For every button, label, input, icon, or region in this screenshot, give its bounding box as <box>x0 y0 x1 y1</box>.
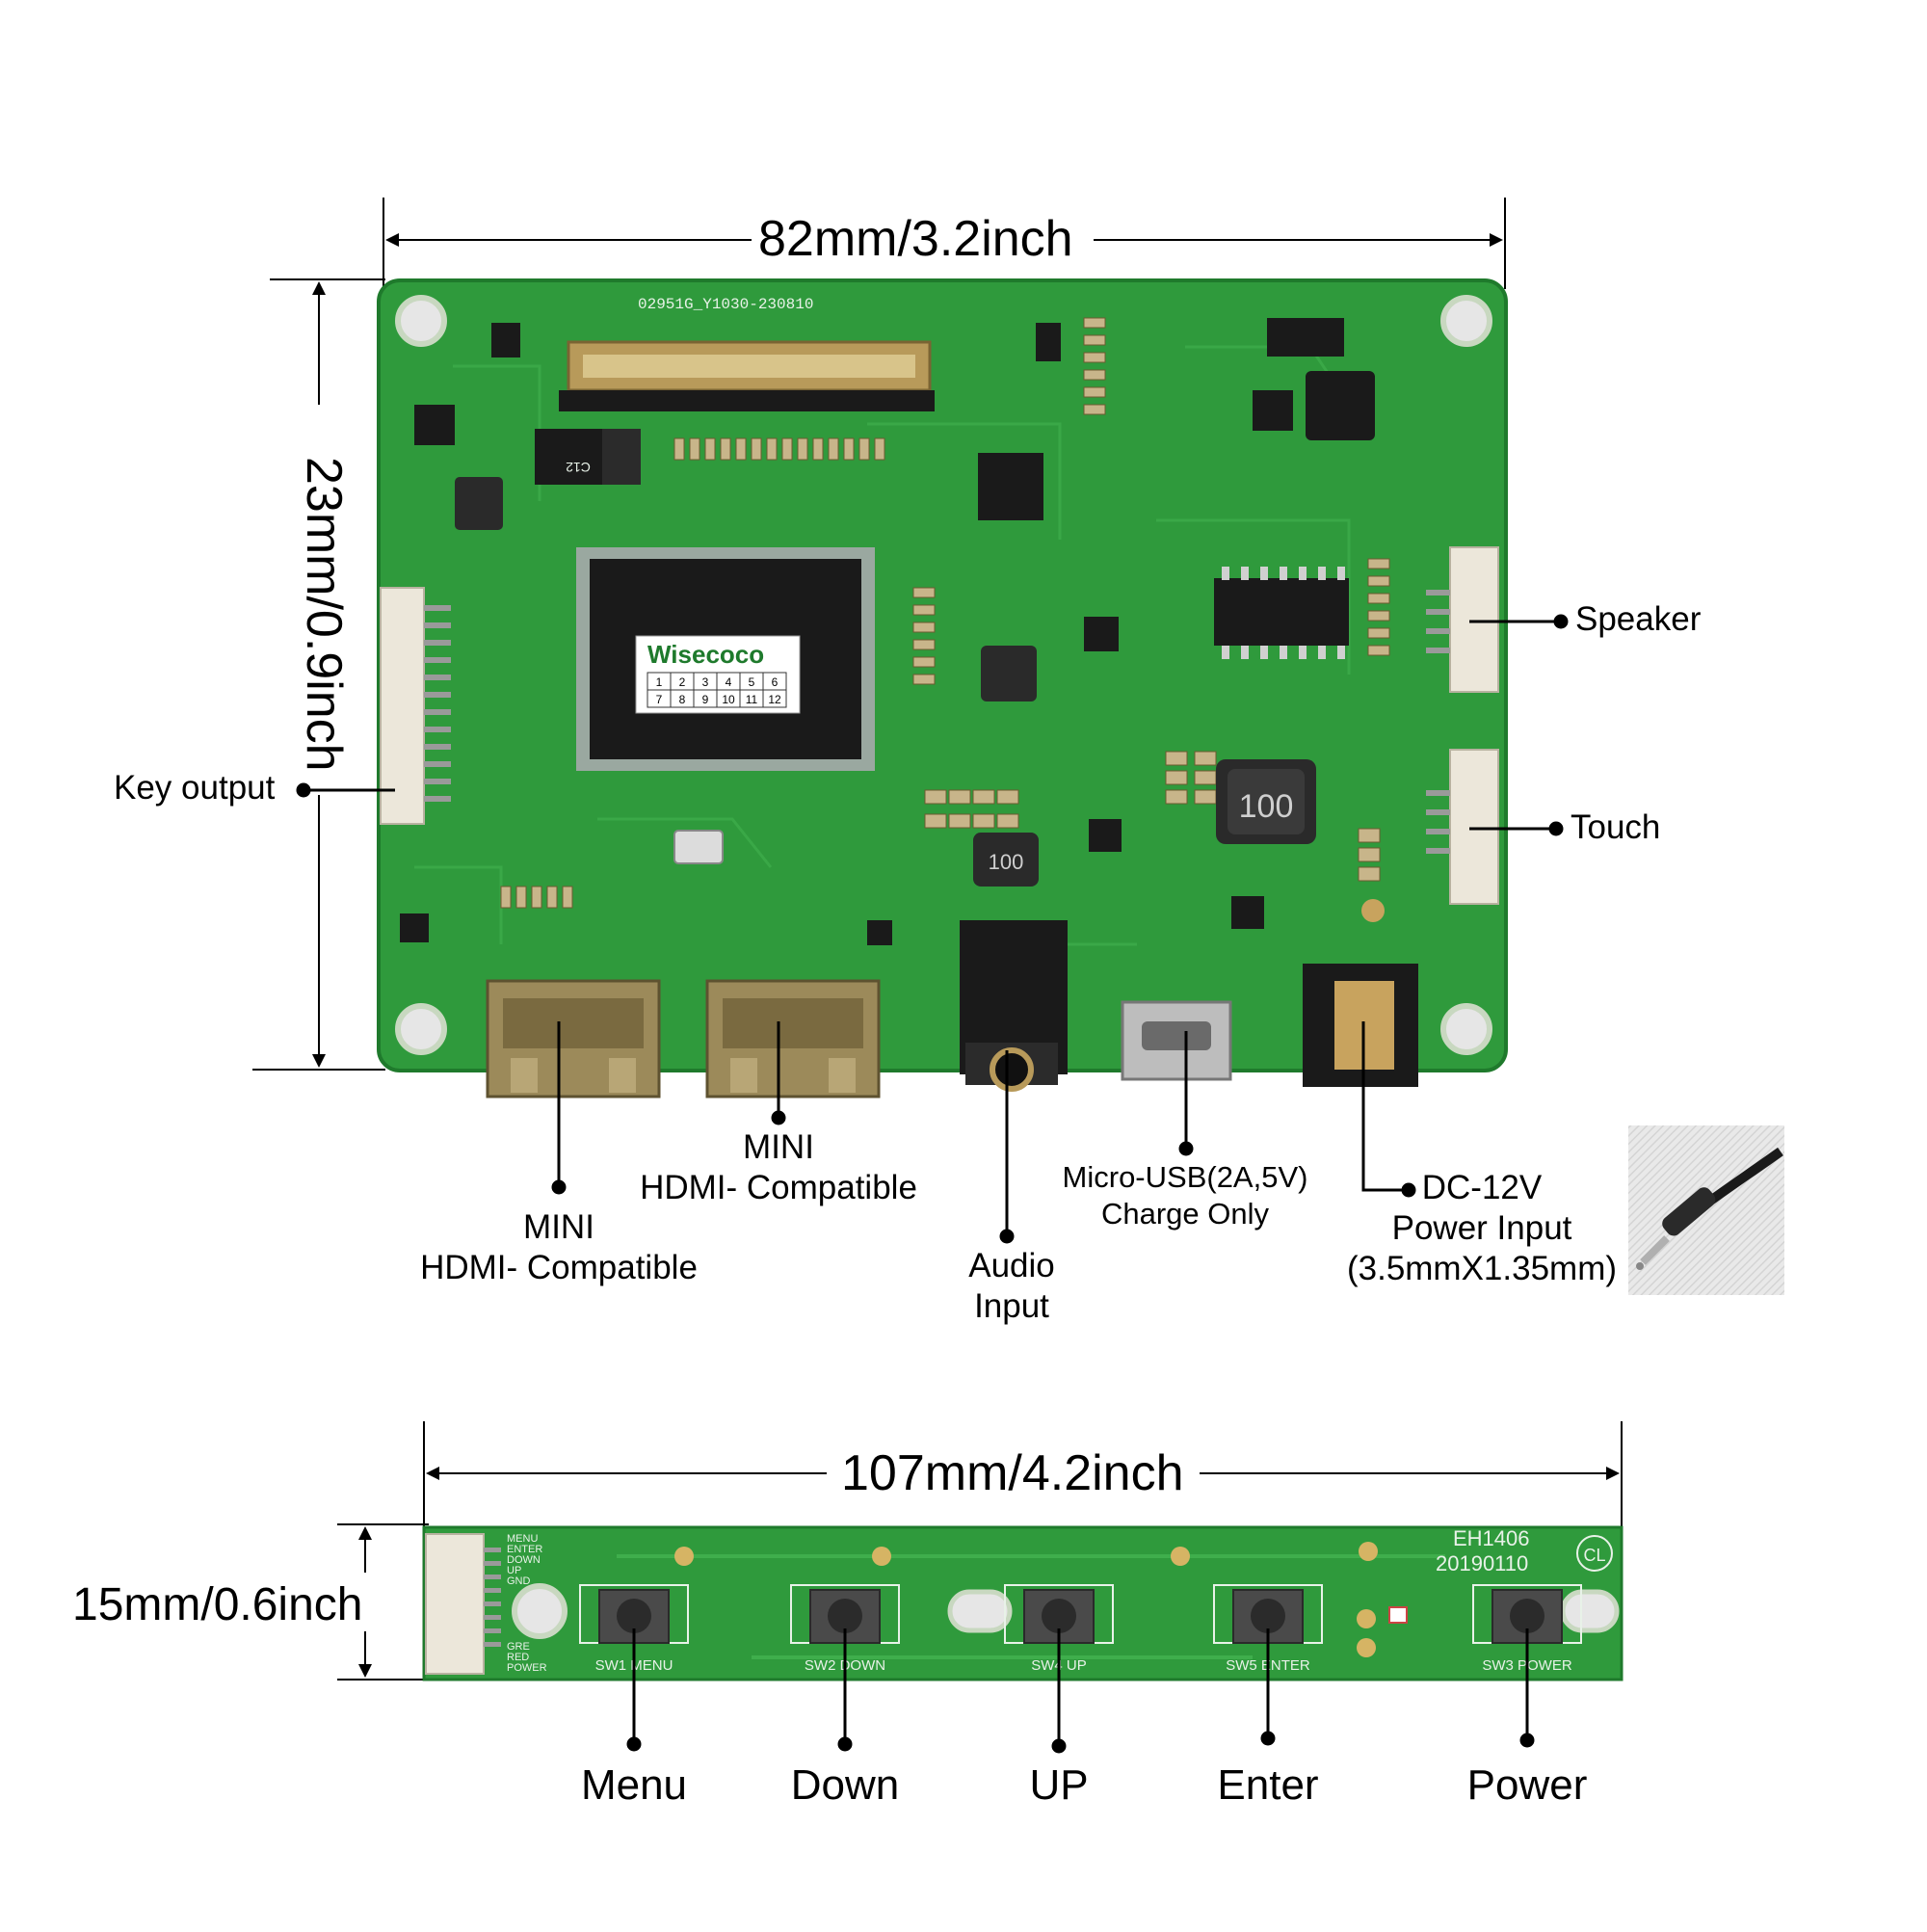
hdmi-1-label-line1: MINI <box>523 1208 594 1246</box>
pin-label: GRE <box>507 1641 530 1653</box>
pin-label: ENTER <box>507 1544 542 1555</box>
pcb-marking-main: 02951G_Y1030-230810 <box>638 296 813 313</box>
mini-hdmi-connector-2 <box>705 979 881 1098</box>
svg-text:20190110: 20190110 <box>1436 1551 1528 1575</box>
button-label-enter: Enter <box>1217 1761 1319 1809</box>
pin-label: RED <box>507 1652 529 1663</box>
audio-jack <box>960 920 1068 1092</box>
key-height-label: 15mm/0.6inch <box>72 1579 363 1630</box>
touch-connector <box>1426 749 1499 905</box>
key-output-connector <box>380 587 451 825</box>
chip-logo: Wisecoco <box>647 640 764 669</box>
pin-label: POWER <box>507 1662 547 1674</box>
key-output-label: Key output <box>114 769 276 807</box>
chip-grid-cell: 4 <box>726 675 732 689</box>
mounting-hole <box>395 295 1492 1055</box>
speaker-label: Speaker <box>1575 600 1702 638</box>
svg-text:100: 100 <box>989 850 1024 874</box>
hdmi-2-label: MINI HDMI- Compatible <box>624 1127 933 1208</box>
audio-input-label: Audio Input <box>925 1246 1098 1327</box>
pin-label: UP <box>507 1565 521 1576</box>
main-height-label: 23mm/0.9inch <box>296 457 352 772</box>
pin-label: DOWN <box>507 1554 541 1566</box>
dc-plug-illustration <box>1628 1125 1784 1295</box>
svg-text:100: 100 <box>1239 788 1294 825</box>
button-label-down: Down <box>790 1761 900 1809</box>
dc-label-line1: DC-12V <box>1421 1169 1543 1206</box>
chip-grid-cell: 10 <box>722 693 735 706</box>
dc-power-label: DC-12V Power Input (3.5mmX1.35mm) <box>1337 1168 1626 1289</box>
chip-grid-cell: 11 <box>746 693 758 706</box>
chip-grid-cell: 3 <box>702 675 709 689</box>
usb-label-line1: Micro-USB(2A,5V) <box>1062 1160 1308 1194</box>
chip-grid-cell: 1 <box>656 675 663 689</box>
dc-label-line2: Power Input <box>1391 1209 1572 1247</box>
speaker-connector <box>1426 546 1499 693</box>
chip-grid-cell: 6 <box>772 675 779 689</box>
hdmi-1-label-line2: HDMI- Compatible <box>420 1249 698 1286</box>
micro-usb-label: Micro-USB(2A,5V) Charge Only <box>1031 1159 1339 1232</box>
chip-grid-cell: 8 <box>679 693 686 706</box>
main-width-dimension <box>383 198 1506 289</box>
micro-usb-connector <box>1121 1000 1232 1081</box>
button-callout-leaders <box>626 1628 1535 1754</box>
chip-grid-cell: 2 <box>679 675 686 689</box>
button-label-power: Power <box>1466 1761 1588 1809</box>
chip-grid-cell: 7 <box>656 693 663 706</box>
lvds-connector <box>559 340 935 411</box>
callout-leaders <box>296 614 1569 1244</box>
audio-label-line2: Input <box>974 1287 1049 1325</box>
svg-text:C12: C12 <box>566 460 591 475</box>
chip-grid-cell: 12 <box>768 693 781 706</box>
touch-label: Touch <box>1571 808 1661 846</box>
switch-up: SW4 UP <box>1004 1584 1114 1674</box>
main-height-dimension <box>252 278 385 1071</box>
chip-grid-cell: 5 <box>749 675 755 689</box>
hdmi-2-label-line1: MINI <box>743 1128 814 1166</box>
capacitor-c12: C12 <box>535 429 641 485</box>
key-width-label: 107mm/4.2inch <box>841 1445 1184 1501</box>
mini-hdmi-connector-1 <box>486 979 661 1098</box>
switch-menu: SW1 MENU <box>579 1584 689 1674</box>
svg-text:CL: CL <box>1583 1546 1605 1565</box>
dc-power-jack <box>1303 899 1418 1087</box>
chip-grid-cell: 9 <box>702 693 709 706</box>
svg-text:EH1406: EH1406 <box>1453 1526 1530 1550</box>
key-width-dimension <box>423 1421 1623 1532</box>
inductor-small: 100 <box>973 833 1039 887</box>
button-label-up: UP <box>1029 1761 1089 1809</box>
inductor-large: 100 <box>1216 759 1316 844</box>
hdmi-1-label: MINI HDMI- Compatible <box>405 1207 713 1288</box>
button-label-menu: Menu <box>580 1761 688 1809</box>
pin-label: GND <box>507 1575 531 1587</box>
audio-label-line1: Audio <box>968 1247 1055 1284</box>
key-height-dimension <box>337 1523 429 1681</box>
pin-label: MENU <box>507 1533 538 1545</box>
hdmi-2-label-line2: HDMI- Compatible <box>640 1169 917 1206</box>
main-width-label: 82mm/3.2inch <box>758 211 1073 267</box>
dc-label-line3: (3.5mmX1.35mm) <box>1346 1250 1618 1287</box>
usb-label-line2: Charge Only <box>1100 1197 1270 1231</box>
